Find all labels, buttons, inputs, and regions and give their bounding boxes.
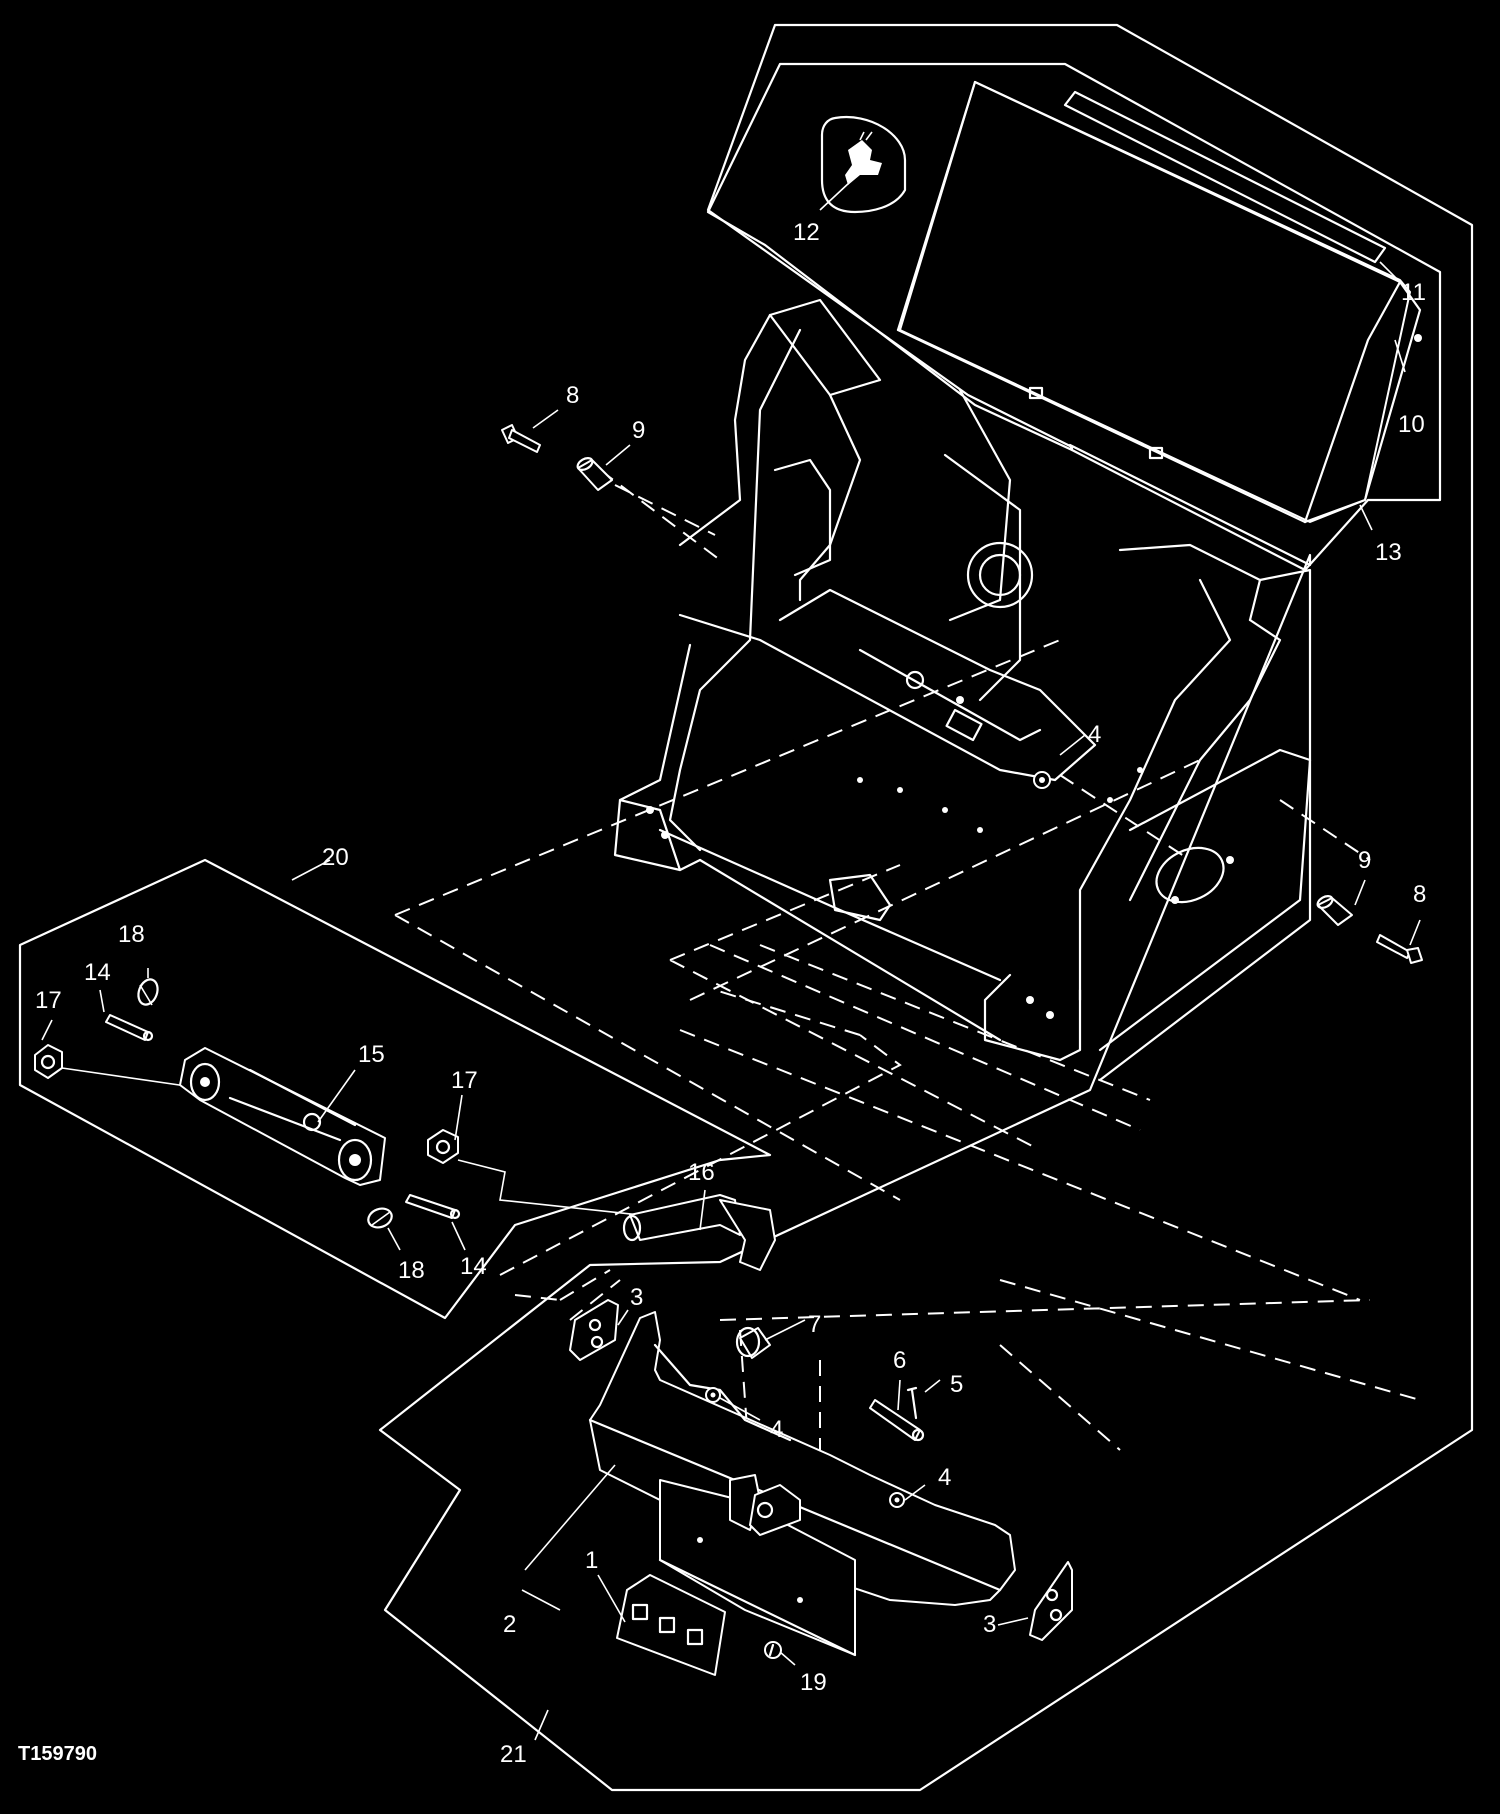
callout-17-right: 17 xyxy=(451,1067,478,1094)
callout-2: 2 xyxy=(503,1611,516,1638)
callout-5: 5 xyxy=(950,1371,963,1398)
nut-4-lower-left xyxy=(705,1387,721,1403)
spacer-9-right xyxy=(1316,895,1353,926)
nut-17-right xyxy=(427,1129,459,1164)
callout-19: 19 xyxy=(800,1669,827,1696)
callout-3-left: 3 xyxy=(630,1284,643,1311)
callout-18-lower: 18 xyxy=(398,1257,425,1284)
group-13-boundary xyxy=(378,23,1474,1792)
callout-labels: 12 11 10 13 8 9 4 9 8 20 18 14 17 15 17 … xyxy=(35,219,1426,1768)
callout-12: 12 xyxy=(793,219,820,246)
group-20-boundary xyxy=(18,858,772,1320)
callout-15: 15 xyxy=(358,1041,385,1068)
nut-4-lower-right xyxy=(889,1492,905,1508)
bolt-8-upper xyxy=(501,424,541,453)
leader-lines xyxy=(41,181,1421,1741)
link-15 xyxy=(179,1047,386,1186)
dashboard-panel xyxy=(896,80,1422,524)
callout-3-right: 3 xyxy=(983,1611,996,1638)
callout-4-lower-right: 4 xyxy=(938,1464,951,1491)
callout-14-lower: 14 xyxy=(460,1253,487,1280)
callout-4-upper: 4 xyxy=(1088,721,1101,748)
bolt-19 xyxy=(764,1641,782,1659)
callout-21: 21 xyxy=(500,1741,527,1768)
bushing-7 xyxy=(735,1326,771,1359)
callout-20: 20 xyxy=(322,844,349,871)
clip-18-upper xyxy=(137,978,159,1006)
plate-3-left xyxy=(569,1299,619,1361)
callout-18-upper: 18 xyxy=(118,921,145,948)
callout-6: 6 xyxy=(893,1347,906,1374)
callout-7: 7 xyxy=(808,1311,821,1338)
latch-hook xyxy=(729,1474,801,1536)
callout-11: 11 xyxy=(1401,279,1426,306)
decal-1 xyxy=(616,1574,726,1676)
pin-14-upper xyxy=(105,1014,154,1042)
strip-11 xyxy=(1063,90,1387,264)
callout-10: 10 xyxy=(1398,411,1425,438)
bolt-8-right xyxy=(1376,934,1423,964)
deere-logo-decal xyxy=(820,115,907,214)
nut-17-left xyxy=(34,1044,63,1079)
callout-8-right: 8 xyxy=(1413,881,1426,908)
pin-6 xyxy=(869,1399,925,1442)
callout-1: 1 xyxy=(585,1547,598,1574)
clip-18-lower xyxy=(367,1207,393,1229)
plate-3-right xyxy=(1029,1561,1073,1641)
callout-9-right: 9 xyxy=(1358,847,1371,874)
callout-13: 13 xyxy=(1375,539,1402,566)
spacer-9-upper xyxy=(576,457,613,491)
pin-14-lower xyxy=(405,1194,461,1220)
main-frame xyxy=(613,298,1312,1082)
pin-5 xyxy=(906,1386,918,1420)
callout-16: 16 xyxy=(688,1159,715,1186)
figure-id: T159790 xyxy=(18,1743,97,1765)
callout-9-upper: 9 xyxy=(632,417,645,444)
callout-17-left: 17 xyxy=(35,987,62,1014)
lever-16 xyxy=(622,1194,776,1271)
frame-dashed-lines xyxy=(394,469,1371,1301)
callout-8-upper: 8 xyxy=(566,382,579,409)
callout-14-upper: 14 xyxy=(84,959,111,986)
nut-4-upper xyxy=(1033,771,1051,789)
callout-4-lower-left: 4 xyxy=(770,1416,783,1443)
